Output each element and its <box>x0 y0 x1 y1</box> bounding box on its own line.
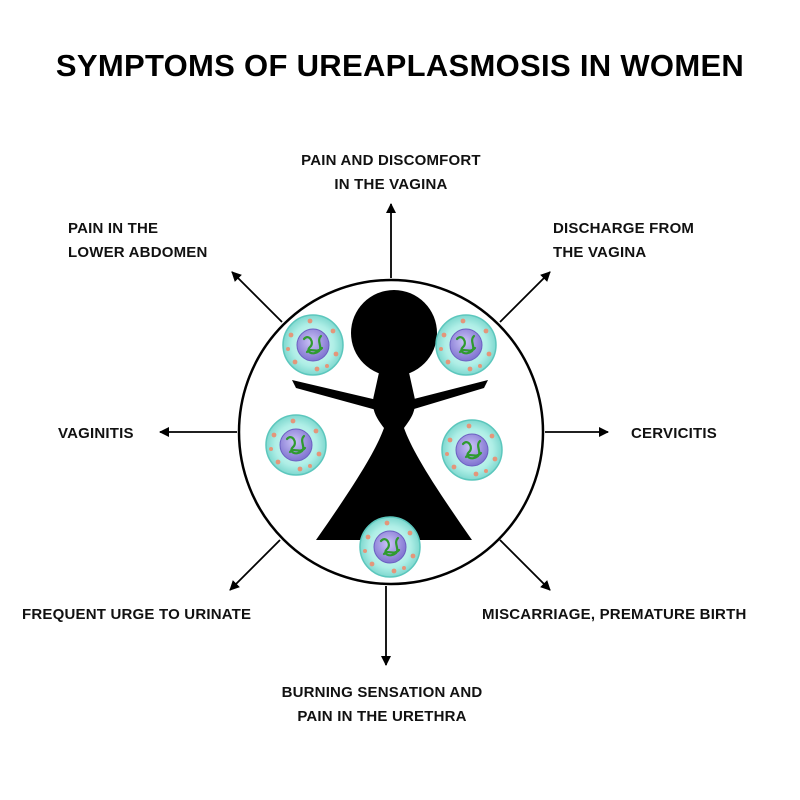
diagram-title: SYMPTOMS OF UREAPLASMOSIS IN WOMEN <box>55 48 745 83</box>
arrow-bottom-right <box>499 539 551 591</box>
bacterium-cell-icon <box>358 515 422 579</box>
arrow-bottom-left <box>229 539 281 591</box>
symptom-label-right: CERVICITIS <box>631 425 717 442</box>
bacterium-cell-icon <box>440 418 504 482</box>
symptom-label-bottom-left: FREQUENT URGE TO URINATE <box>22 606 252 623</box>
arrow-top-right <box>499 271 551 323</box>
bacterium-cell-icon <box>434 313 498 377</box>
symptom-label-left: VAGINITIS <box>58 425 134 442</box>
arrow-top-left <box>231 271 283 323</box>
bacterium-cell-icon <box>281 313 345 377</box>
symptom-label-bottom-right: MISCARRIAGE, PREMATURE BIRTH <box>482 606 747 623</box>
bacterium-cell-icon <box>264 413 328 477</box>
female-figure-icon <box>292 290 488 540</box>
